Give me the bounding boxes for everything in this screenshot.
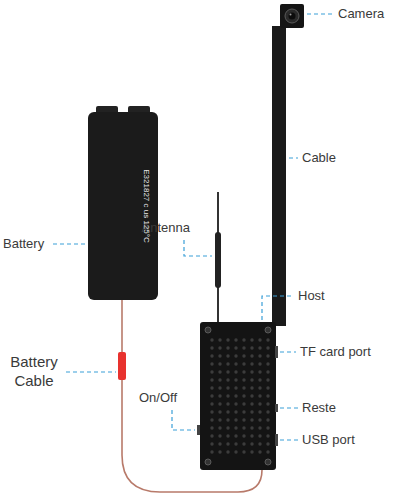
part-label: Reste xyxy=(302,400,336,416)
tf-slot xyxy=(275,346,278,358)
battery-wire xyxy=(121,300,123,352)
battery-body xyxy=(88,112,158,300)
leader-line xyxy=(53,243,86,244)
leader-line xyxy=(262,296,294,320)
screw xyxy=(205,327,211,333)
screw xyxy=(265,459,271,465)
part-label: Cable xyxy=(302,150,336,166)
leader-line xyxy=(66,371,116,372)
host-housing xyxy=(200,322,276,470)
leader-line xyxy=(280,439,298,440)
antenna-sleeve xyxy=(215,232,221,288)
screw xyxy=(205,459,211,465)
power-switch xyxy=(197,425,200,435)
part-label: USB port xyxy=(302,432,355,448)
leader-line xyxy=(184,240,212,256)
leader-line xyxy=(307,13,334,14)
part-label: Host xyxy=(298,288,325,304)
wire-connector xyxy=(118,352,126,380)
part-label: Battery Cable xyxy=(4,352,64,390)
screw xyxy=(265,327,271,333)
part-label: TF card port xyxy=(300,344,371,360)
part-label: Camera xyxy=(338,6,384,22)
vent-dots xyxy=(206,338,270,456)
leader-line xyxy=(172,410,195,430)
reset-button xyxy=(275,404,278,412)
printed-marking: E321827 c us 125°C xyxy=(141,169,151,242)
lens-highlight xyxy=(290,14,292,16)
usb-socket xyxy=(275,434,278,446)
ribbon-cable xyxy=(272,26,286,326)
leader-line xyxy=(280,407,298,408)
camera-lens xyxy=(289,13,296,20)
camera-lens xyxy=(285,9,299,23)
part-label: On/Off xyxy=(139,390,177,406)
part-label: Battery xyxy=(3,236,44,252)
leader-line xyxy=(280,351,296,352)
camera-module xyxy=(280,4,304,28)
leader-line xyxy=(289,157,298,158)
